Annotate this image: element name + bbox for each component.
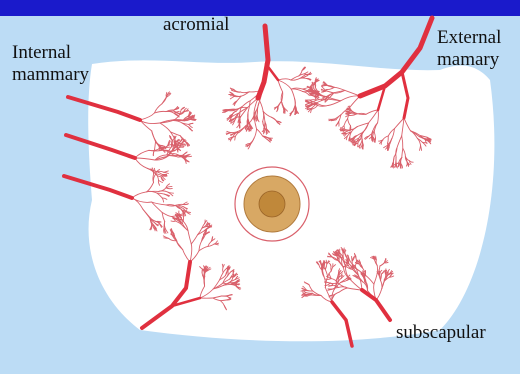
internal-mammary-label: Internal mammary xyxy=(12,42,89,86)
capillary xyxy=(352,256,353,261)
nipple xyxy=(259,191,285,217)
external-mammary-label: External mamary xyxy=(437,27,501,71)
internal-mammary-label-line2: mammary xyxy=(12,64,89,86)
internal-mammary-label-line1: Internal xyxy=(12,42,89,64)
capillary xyxy=(223,268,224,273)
external-mammary-label-line1: External xyxy=(437,27,501,49)
external-mammary-label-line2: mamary xyxy=(437,49,501,71)
capillary xyxy=(284,108,285,113)
capillary xyxy=(345,250,346,254)
acromial-label: acromial xyxy=(163,14,229,36)
areola-nipple xyxy=(235,167,309,241)
capillary xyxy=(235,136,236,140)
capillary xyxy=(398,163,399,167)
capillary xyxy=(301,291,306,292)
subscapular-label: subscapular xyxy=(396,322,486,344)
